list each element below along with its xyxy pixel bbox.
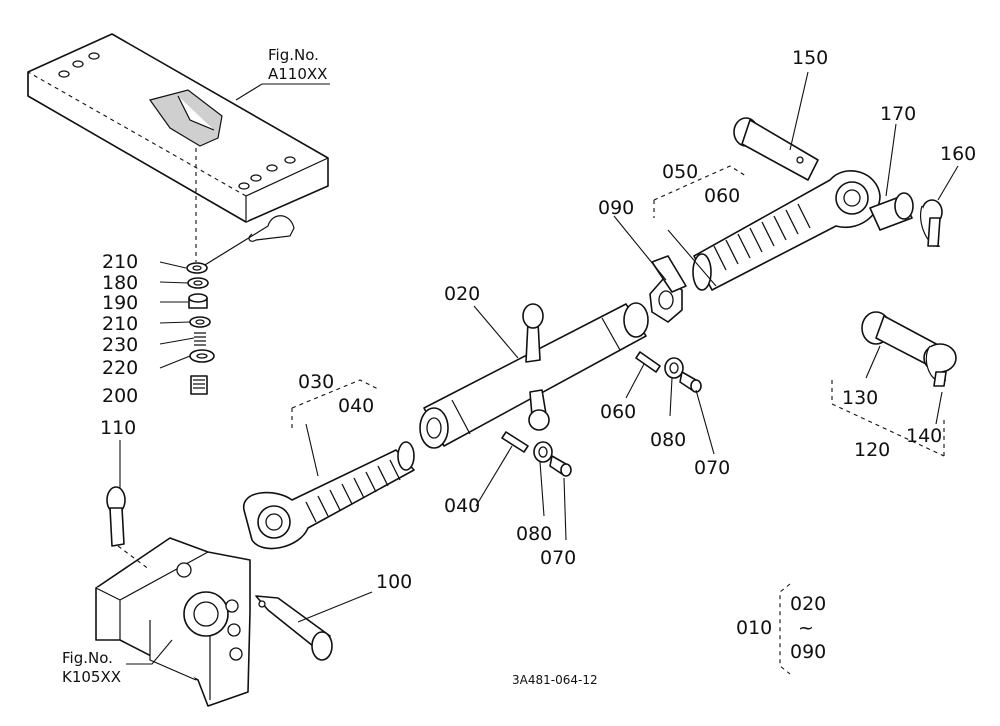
label-070-upper: 070	[694, 457, 730, 479]
label-060-group: 060	[704, 185, 740, 207]
label-100: 100	[376, 571, 412, 593]
range-from: 020	[790, 593, 826, 615]
bushing-170	[869, 192, 914, 231]
pin-040	[501, 431, 529, 453]
label-040: 040	[444, 495, 480, 517]
leader-lines	[119, 71, 959, 665]
label-210-a: 210	[102, 251, 138, 273]
rod-end-left	[243, 441, 415, 550]
label-070-lower: 070	[540, 547, 576, 569]
label-220: 220	[102, 357, 138, 379]
pin-100	[255, 595, 333, 661]
label-230: 230	[102, 334, 138, 356]
label-210-b: 210	[102, 313, 138, 335]
fig-ref-bottom-line2: K105XX	[62, 668, 121, 686]
label-090: 090	[598, 197, 634, 219]
figure-code: 3A481-064-12	[512, 673, 598, 687]
label-060: 060	[600, 401, 636, 423]
lynch-pin-160	[920, 199, 943, 247]
label-080-lower: 080	[516, 523, 552, 545]
label-040-group: 040	[338, 395, 374, 417]
turnbuckle-body	[419, 302, 649, 449]
label-020: 020	[444, 283, 480, 305]
label-170: 170	[880, 103, 916, 125]
fig-ref-top-line2: A110XX	[268, 65, 327, 83]
fitting-upper	[664, 357, 702, 393]
pin-assembly-120	[861, 311, 957, 387]
range-tilde: ~	[798, 617, 814, 639]
rod-end-right	[692, 170, 881, 291]
label-140: 140	[906, 425, 942, 447]
label-080-upper: 080	[650, 429, 686, 451]
label-120: 120	[854, 439, 890, 461]
label-050: 050	[662, 161, 698, 183]
fitting-lower	[533, 441, 572, 477]
label-160: 160	[940, 143, 976, 165]
pin-060	[635, 351, 661, 373]
fig-ref-top-line1: Fig.No.	[268, 46, 319, 64]
pin-150	[733, 117, 819, 181]
wire-clip	[199, 215, 295, 269]
label-130: 130	[842, 387, 878, 409]
nut-090	[649, 255, 687, 323]
bolt-stack	[186, 262, 215, 395]
label-200: 200	[102, 385, 138, 407]
label-150: 150	[792, 47, 828, 69]
label-030: 030	[298, 371, 334, 393]
label-180: 180	[102, 272, 138, 294]
label-010: 010	[736, 617, 772, 639]
lynch-pin-110	[106, 486, 151, 571]
lower-bracket	[95, 537, 251, 707]
label-190: 190	[102, 292, 138, 314]
fig-ref-bottom-line1: Fig.No.	[62, 649, 113, 667]
range-to: 090	[790, 641, 826, 663]
label-110: 110	[100, 417, 136, 439]
mounting-plate	[27, 33, 329, 223]
